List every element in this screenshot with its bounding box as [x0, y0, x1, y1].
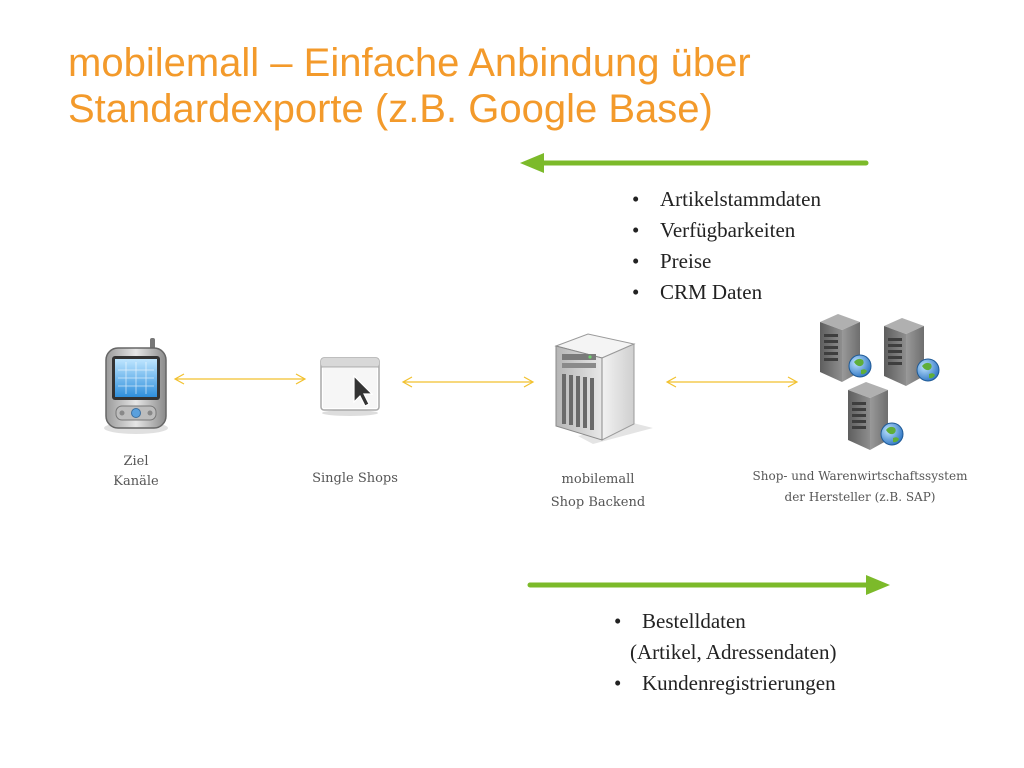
network-servers-icon	[820, 314, 940, 450]
list-item: •Artikelstammdaten	[632, 187, 821, 211]
server-tower-icon	[554, 333, 653, 444]
list-item: •Kundenregistrierungen	[614, 671, 836, 695]
arrow-left-inbound	[520, 153, 869, 173]
list-item: •Preise	[632, 249, 712, 273]
label-erp: Shop- und Warenwirtschaftssystem der Her…	[752, 469, 968, 504]
connector-channels-shops	[173, 373, 307, 385]
list-item: •CRM Daten	[632, 280, 763, 304]
list-item: •Bestelldaten	[614, 609, 746, 633]
top-bullet-list: •Artikelstammdaten •Verfügbarkeiten •Pre…	[628, 184, 821, 308]
label-single-shops: Single Shops	[312, 471, 398, 486]
label-backend: mobilemall Shop Backend	[550, 472, 646, 510]
label-channels: Ziel Kanäle	[113, 454, 159, 489]
title-line-1: mobilemall – Einfache Anbindung über	[68, 41, 751, 85]
list-item: •Verfügbarkeiten	[632, 218, 796, 242]
connector-shops-backend	[401, 376, 535, 388]
arrow-right-outbound	[527, 575, 890, 595]
browser-window-icon	[320, 357, 380, 416]
connector-backend-erp	[665, 376, 799, 388]
list-item-continuation: (Artikel, Adressendaten)	[630, 640, 837, 664]
bottom-bullet-list: •Bestelldaten (Artikel, Adressendaten) •…	[610, 606, 836, 699]
title-line-2: Standardexporte (z.B. Google Base)	[68, 87, 713, 131]
pda-phone-icon	[104, 338, 168, 434]
slide-title: mobilemall – Einfache Anbindung über Sta…	[68, 40, 968, 132]
